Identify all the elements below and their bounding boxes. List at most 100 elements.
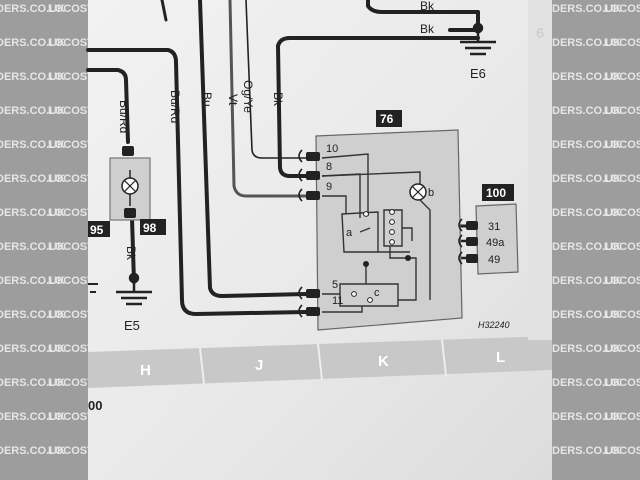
watermark-text: LOCOST <box>48 275 94 287</box>
wire-label-bu-rd-left: Bu/Rd <box>117 100 131 133</box>
watermark-text: DERS.CO.UK <box>552 3 621 15</box>
watermark-text: DERS.CO.UK <box>0 139 65 151</box>
grid-column-h: H <box>140 362 151 379</box>
watermark-text: LOCOST <box>604 377 640 389</box>
watermark-text: LOCOST <box>604 275 640 287</box>
wire-vt <box>228 0 308 198</box>
watermark-text: LOCOST <box>604 343 640 355</box>
watermark-text: DERS.CO.UK <box>552 105 621 117</box>
bottom-text-fragment: 00 <box>88 398 102 413</box>
wire-label-bu: Bu <box>200 92 214 107</box>
watermark-text: DERS.CO.UK <box>0 37 65 49</box>
watermark-text: DERS.CO.UK <box>0 241 65 253</box>
connector-number: 100 <box>486 186 506 200</box>
watermark-text: DERS.CO.UK <box>552 377 621 389</box>
wire-top-left-stub <box>160 0 168 22</box>
connector-number-box <box>482 184 514 201</box>
relay-76 <box>315 129 463 331</box>
ground-e5 <box>116 272 152 306</box>
watermark-text: LOCOST <box>48 343 94 355</box>
wire-label-og-ye: Og/Ye <box>241 80 255 113</box>
relay-pin-5: 5 <box>332 279 338 291</box>
watermark-text: LOCOST <box>604 309 640 321</box>
relay-sub-a: a <box>346 227 353 239</box>
left-component-number-box <box>88 221 110 237</box>
watermark-text: LOCOST <box>48 173 94 185</box>
relay-pin-8: 8 <box>326 161 332 173</box>
watermark-text: DERS.CO.UK <box>552 139 621 151</box>
watermark-text: DERS.CO.UK <box>0 105 65 117</box>
watermark-right-column: DERS.CO.UKLOCOSTDERS.CO.UKLOCOSTDERS.CO.… <box>552 3 640 457</box>
watermark-text: LOCOST <box>48 309 94 321</box>
right-edge-strip <box>528 0 552 340</box>
watermark-text: DERS.CO.UK <box>0 445 65 457</box>
watermark-text: LOCOST <box>604 71 640 83</box>
relay-pin-9: 9 <box>326 181 332 193</box>
watermark-text: LOCOST <box>48 377 94 389</box>
watermark-text: LOCOST <box>48 411 94 423</box>
watermark-text: DERS.CO.UK <box>552 71 621 83</box>
watermark-text: LOCOST <box>604 3 640 15</box>
lamp-number: 98 <box>143 221 157 235</box>
grid-column-l: L <box>496 349 505 366</box>
connector-100 <box>458 203 519 275</box>
wire-bk-top-1 <box>366 0 480 30</box>
watermark-text: LOCOST <box>604 37 640 49</box>
watermark-left-column: DERS.CO.UKLOCOSTDERS.CO.UKLOCOSTDERS.CO.… <box>0 3 94 457</box>
left-component-number: 95 <box>90 223 104 237</box>
relay-sub-c: c <box>374 287 380 299</box>
watermark-text: DERS.CO.UK <box>0 207 65 219</box>
wire-bk-relay <box>276 44 308 178</box>
wire-label-bk-top-2: Bk <box>420 22 435 36</box>
watermark-text: LOCOST <box>48 37 94 49</box>
ground-label-e5: E5 <box>124 318 140 333</box>
watermark-text: DERS.CO.UK <box>552 241 621 253</box>
figure-reference: H32240 <box>478 320 510 330</box>
watermark-text: DERS.CO.UK <box>552 173 621 185</box>
wire-bu-rd-left <box>86 68 130 144</box>
watermark-text: DERS.CO.UK <box>552 309 621 321</box>
watermark-text: LOCOST <box>604 105 640 117</box>
grid-band: H J K L <box>88 336 552 388</box>
relay-number-box <box>376 110 402 127</box>
watermark-text: DERS.CO.UK <box>0 343 65 355</box>
lamp-number-box <box>140 219 166 235</box>
wire-bk-lamp <box>130 216 136 284</box>
watermark-text: DERS.CO.UK <box>0 71 65 83</box>
watermark-text: LOCOST <box>48 105 94 117</box>
watermark-text: LOCOST <box>48 207 94 219</box>
watermark-text: DERS.CO.UK <box>552 207 621 219</box>
relay-number: 76 <box>380 112 394 126</box>
watermark-text: LOCOST <box>48 445 94 457</box>
watermark-text: DERS.CO.UK <box>552 343 621 355</box>
watermark-text: LOCOST <box>604 241 640 253</box>
watermark-text: LOCOST <box>604 173 640 185</box>
watermark-text: DERS.CO.UK <box>0 309 65 321</box>
grid-column-j: J <box>255 357 263 374</box>
watermark-text: LOCOST <box>604 207 640 219</box>
wire-label-vt: Vt <box>226 94 240 106</box>
wire-bu <box>198 0 308 298</box>
watermark-text: DERS.CO.UK <box>0 377 65 389</box>
watermark-text: LOCOST <box>48 3 94 15</box>
wire-bu-rd-right <box>86 48 308 316</box>
wire-label-bu-rd-right: Bu/Rd <box>168 90 182 123</box>
relay-pin-10: 10 <box>326 143 338 155</box>
watermark-text: LOCOST <box>48 139 94 151</box>
right-edge-number: 6 <box>536 25 544 42</box>
watermark-text: DERS.CO.UK <box>552 275 621 287</box>
connector-pin-49a: 49a <box>486 237 505 249</box>
relay-pin-11: 11 <box>332 295 343 307</box>
wire-og-ye <box>245 0 307 159</box>
watermark-text: DERS.CO.UK <box>0 173 65 185</box>
watermark-text: DERS.CO.UK <box>552 37 621 49</box>
ground-e6 <box>460 22 496 56</box>
wire-label-bk-relay: Bk <box>271 92 285 107</box>
left-edge-fragment <box>88 283 98 293</box>
watermark-text: LOCOST <box>604 139 640 151</box>
watermark-text: LOCOST <box>48 71 94 83</box>
ground-label-e6: E6 <box>470 66 486 81</box>
relay-sub-b: b <box>428 187 434 199</box>
grid-column-k: K <box>378 353 389 370</box>
